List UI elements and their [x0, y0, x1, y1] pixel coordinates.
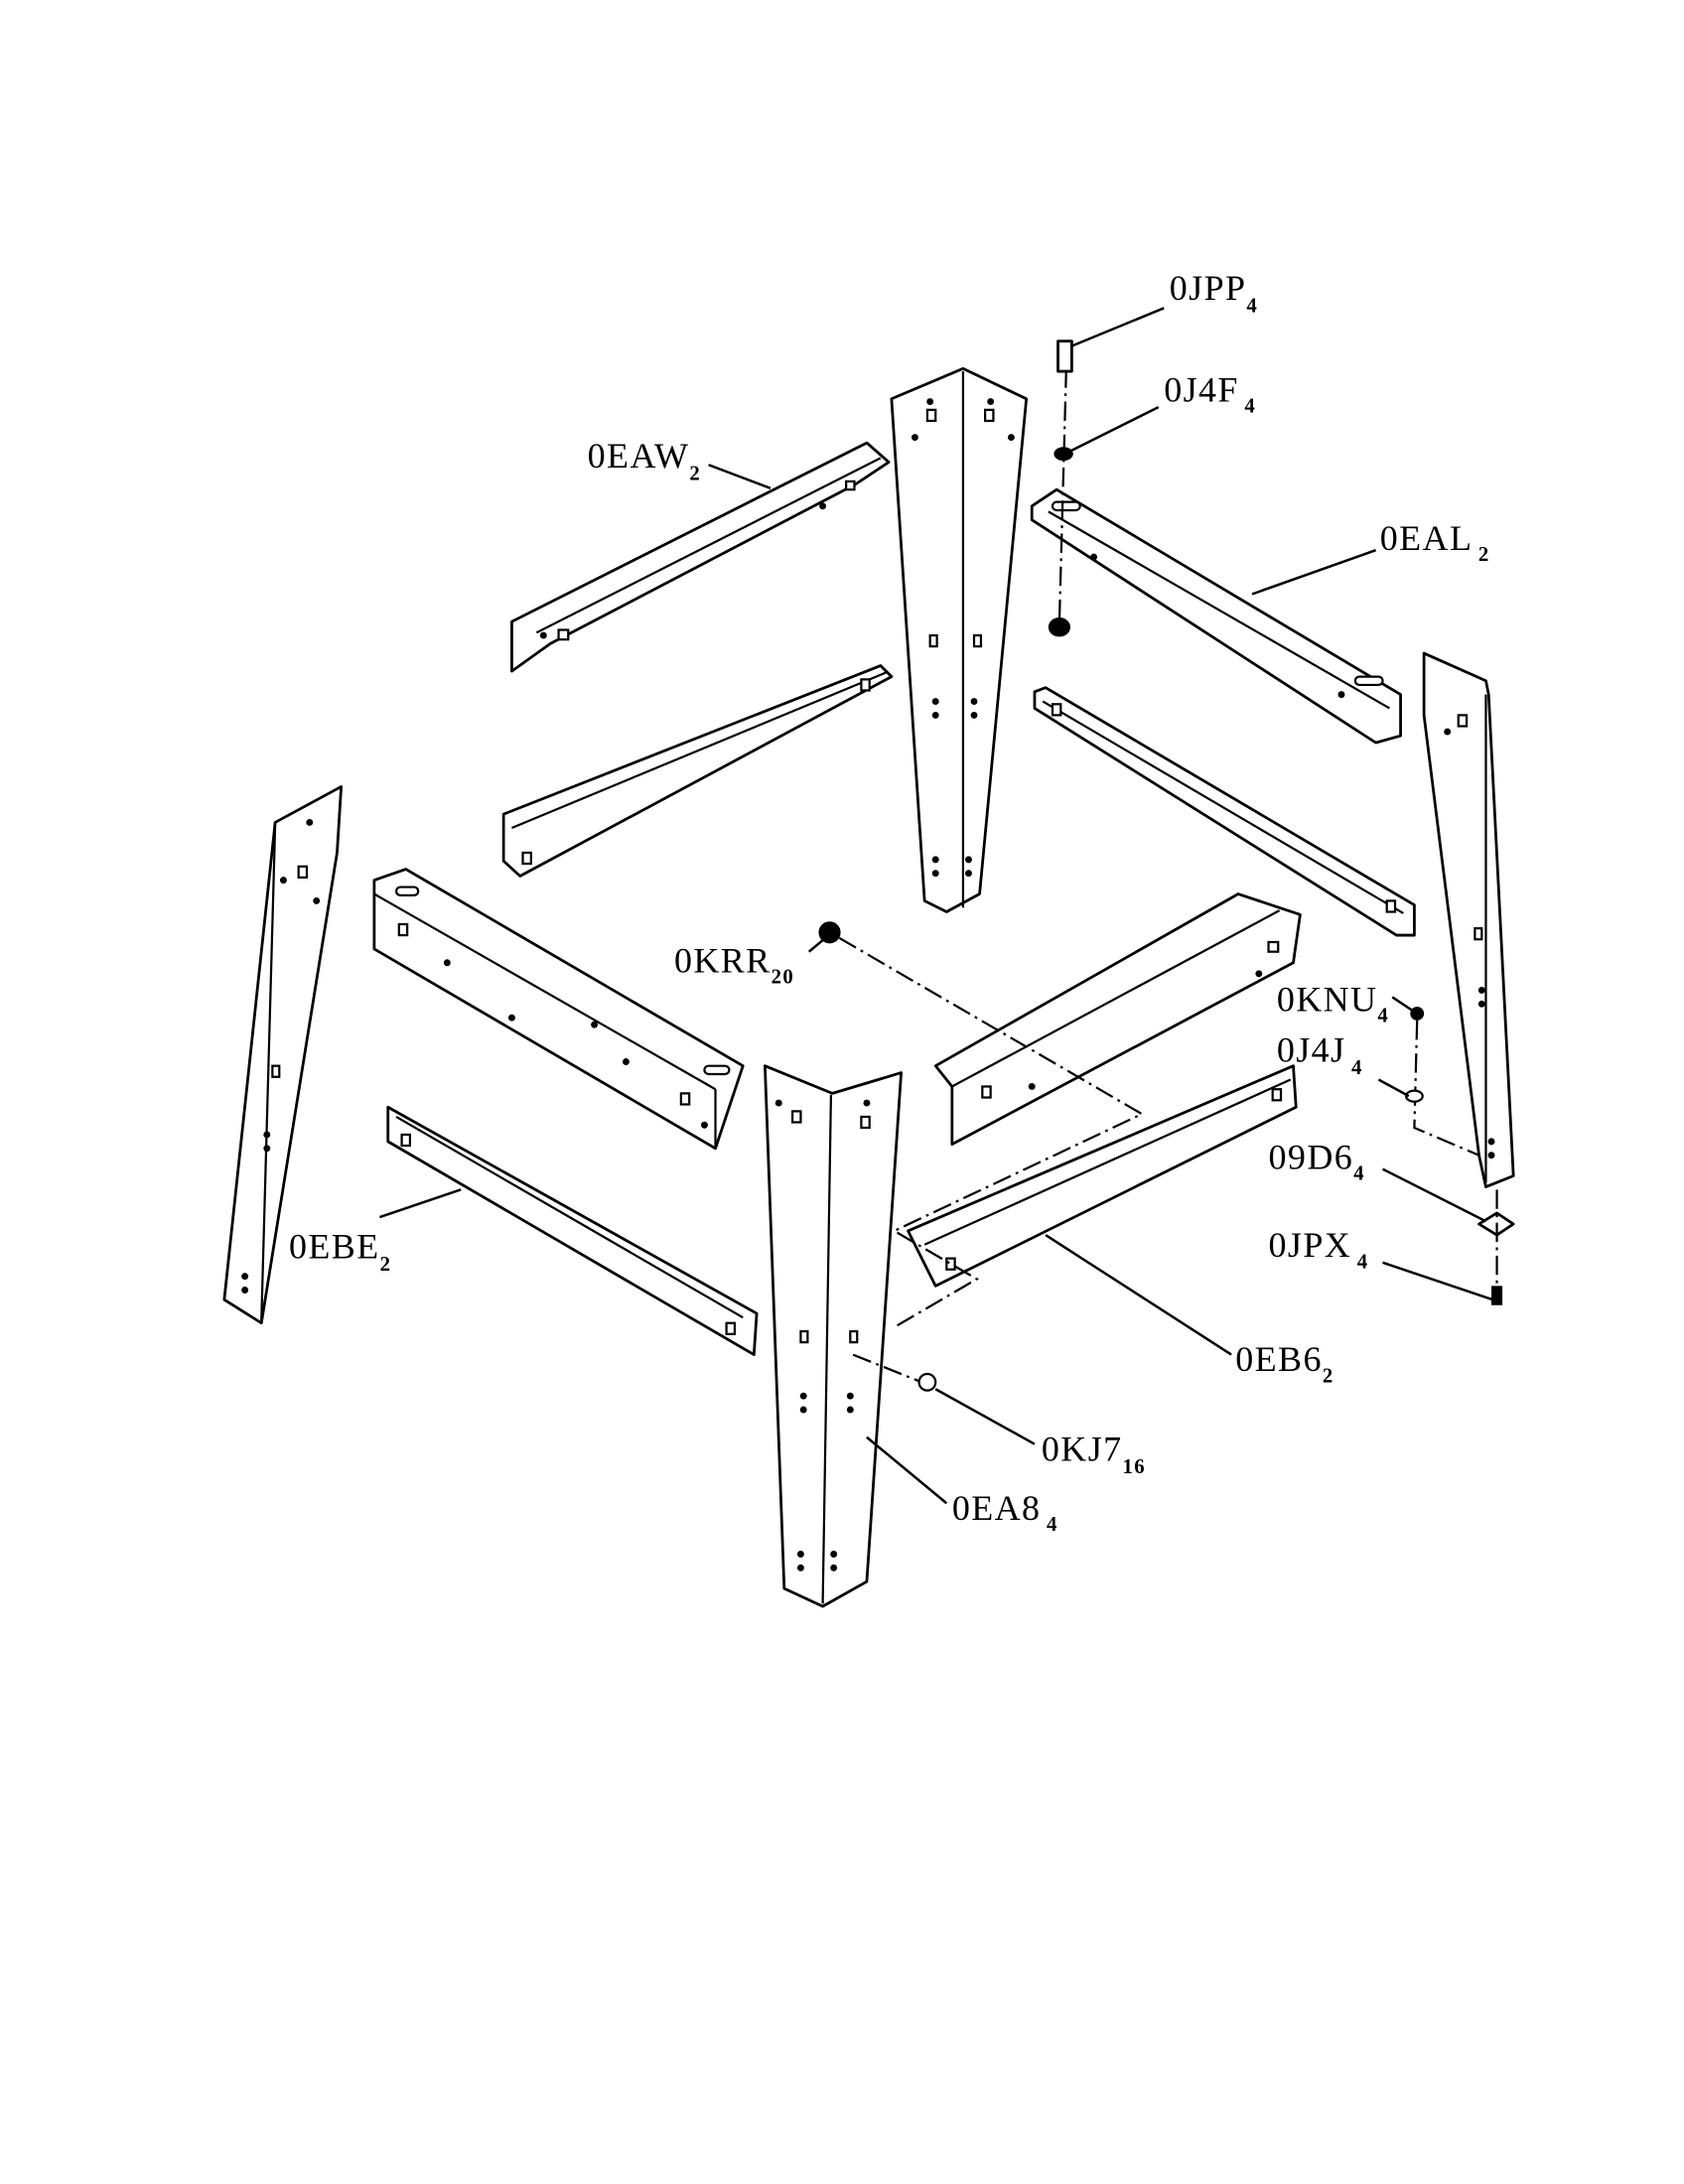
label-0krr: 0KRR20 — [674, 940, 794, 988]
label-0ebe: 0EBE2 — [289, 1227, 391, 1276]
label-09d6: 09D64 — [1269, 1138, 1365, 1185]
bolt-icon — [1056, 340, 1073, 373]
label-0eaw: 0EAW2 — [588, 436, 701, 484]
leg-right — [1422, 651, 1515, 1188]
rail-front-left-lower — [386, 1105, 759, 1356]
label-0jpp: 0JPP4 — [1170, 268, 1258, 317]
bolt-icon — [917, 1372, 937, 1392]
nut-icon — [1048, 617, 1071, 637]
rail-front-left-upper — [372, 868, 745, 1151]
leg-back — [890, 366, 1029, 913]
rail-back-right-lower — [1033, 686, 1416, 937]
label-0eb6: 0EB62 — [1235, 1339, 1333, 1387]
leg-front — [764, 1064, 903, 1608]
rail-back-left-upper — [510, 441, 891, 673]
leg-left — [222, 785, 344, 1325]
rail-front-right-upper — [933, 892, 1302, 1147]
bolt-icon — [1491, 1286, 1503, 1305]
rail-front-right-lower — [907, 1064, 1298, 1288]
washer-icon — [1404, 1089, 1424, 1103]
leader-lines — [379, 307, 1493, 1505]
rail-back-left-lower — [501, 664, 894, 878]
washer-icon — [1053, 447, 1073, 462]
label-0knu: 0KNU4 — [1277, 979, 1389, 1026]
label-0kj7: 0KJ716 — [1042, 1429, 1146, 1477]
rail-back-right-upper — [1030, 487, 1402, 745]
